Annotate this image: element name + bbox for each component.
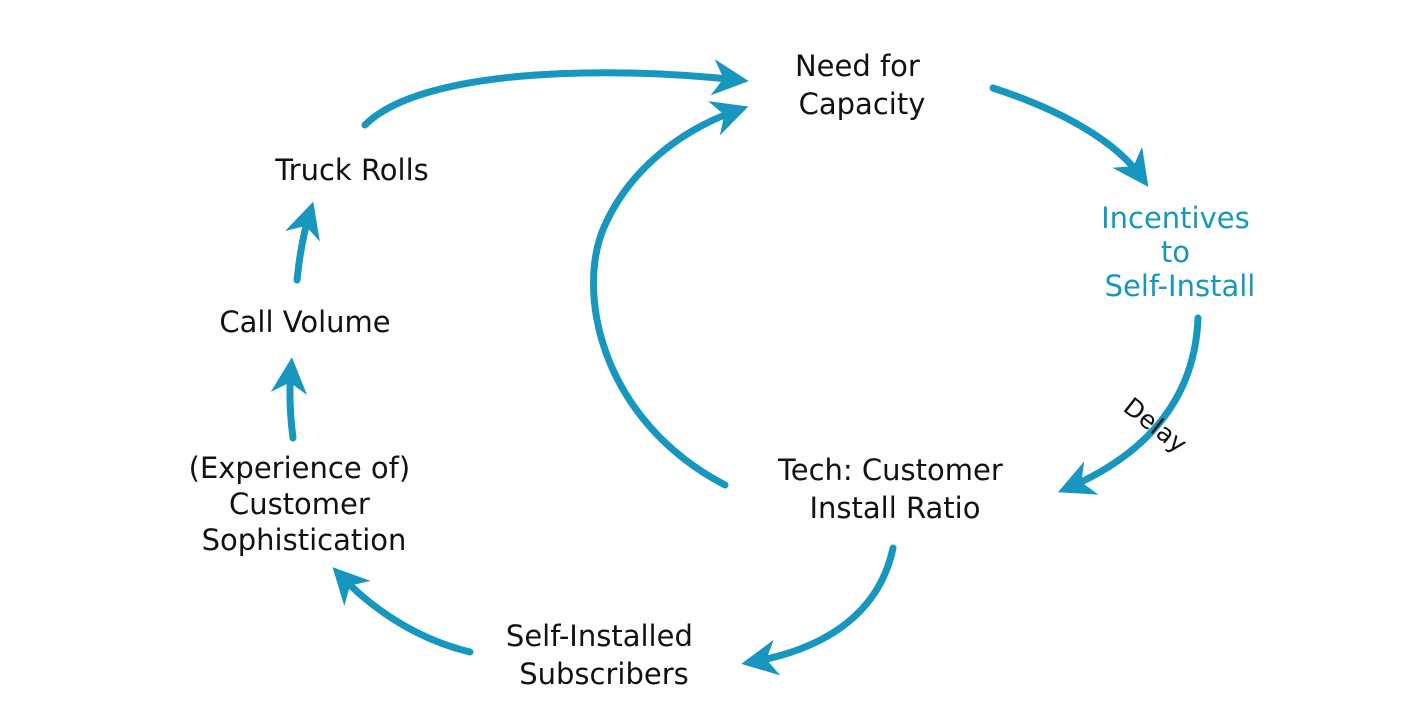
node-text-line: Install Ratio	[810, 491, 981, 525]
node-text-line: Subscribers	[519, 657, 689, 691]
link-truck-rolls-to-need	[361, 59, 749, 129]
node-call-volume: Call Volume	[219, 305, 390, 339]
node-text-line: Self-Installed	[506, 619, 693, 653]
node-text-line: Truck Rolls	[274, 153, 429, 187]
svg-text:Call Volume: Call Volume	[219, 305, 390, 339]
svg-text:Tech: Customer Install R: Tech: Customer Install Ratio	[777, 453, 1012, 525]
node-text-line: Tech: Customer	[777, 453, 1003, 487]
node-customer-sophistication: (Experience of) Customer Sophistication	[189, 451, 420, 557]
link-need-to-incentives	[989, 84, 1149, 187]
svg-text:Self-Installed Subscribe: Self-Installed Subscribers	[506, 619, 702, 691]
node-need-for-capacity: Need for Capacity	[795, 49, 929, 121]
svg-text:Truck Rolls: Truck Rolls	[274, 153, 429, 187]
svg-text:(Experience of) Customer: (Experience of) Customer Sophistication	[189, 451, 420, 557]
node-truck-rolls: Truck Rolls	[274, 153, 429, 187]
link-self-installed-to-sophistication	[332, 567, 474, 656]
svg-text:Need for Capacity: Need for Capacity	[795, 49, 929, 121]
link-tech-ratio-to-need	[590, 101, 749, 489]
node-text-line: to	[1161, 235, 1190, 269]
node-text-line: Capacity	[799, 87, 926, 121]
node-text-line: (Experience of)	[189, 451, 411, 485]
node-self-installed-subscribers: Self-Installed Subscribers	[506, 619, 702, 691]
node-text-line: Customer	[229, 487, 370, 521]
node-text-line: Sophistication	[202, 523, 407, 557]
node-text-line: Call Volume	[219, 305, 390, 339]
node-text-line: Need for	[795, 49, 920, 83]
node-tech-customer-install-ratio: Tech: Customer Install Ratio	[777, 453, 1012, 525]
node-text-line: Self-Install	[1105, 269, 1256, 303]
link-sophistication-to-call-volume	[270, 357, 308, 442]
link-incentives-to-tech-ratio	[1057, 314, 1202, 495]
node-text-line: Incentives	[1101, 201, 1250, 235]
link-call-volume-to-truck-rolls	[285, 201, 320, 284]
node-incentives-to-self-install: Incentives to Self-Install	[1101, 201, 1259, 303]
link-tech-ratio-to-self-installed	[741, 544, 897, 676]
svg-text:Incentives to Self: Incentives to Self-Install	[1101, 201, 1259, 303]
